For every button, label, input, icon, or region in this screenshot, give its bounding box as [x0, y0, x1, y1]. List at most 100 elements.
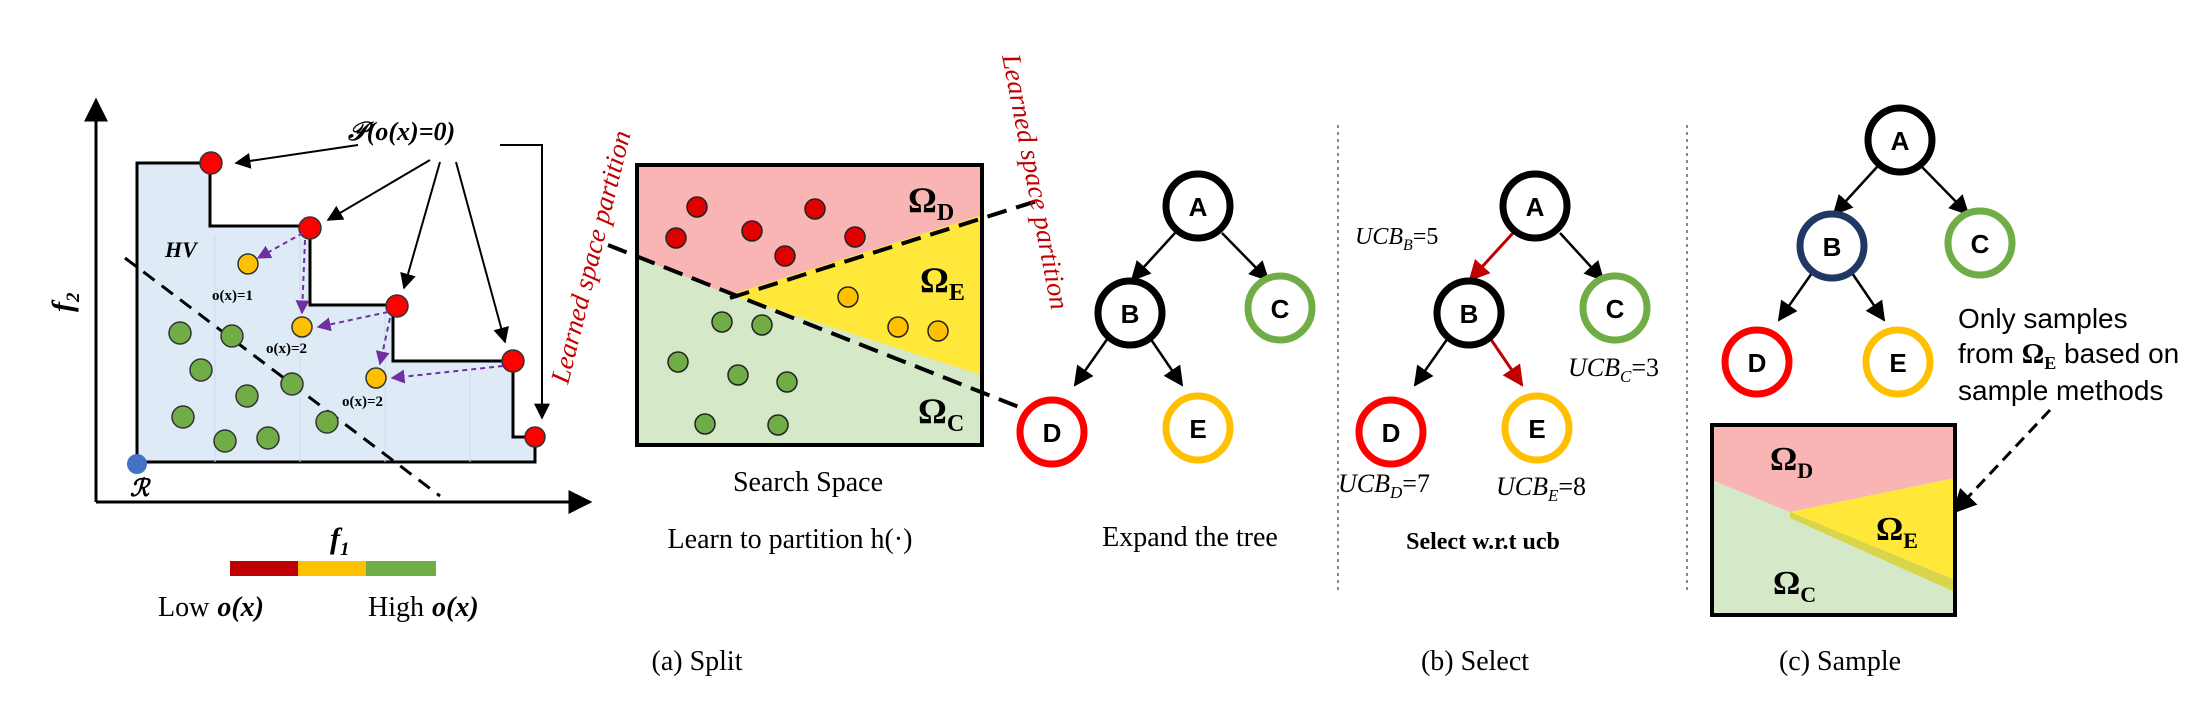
region-c-point: [694, 413, 716, 435]
omega-e-label: ΩE: [920, 260, 965, 306]
region-d-point: [741, 220, 763, 242]
expand-tree-caption: Expand the tree: [1102, 522, 1278, 553]
region-c-point: [727, 364, 749, 386]
x-axis-label: f1: [330, 522, 350, 560]
omega-c-label: ΩC: [918, 391, 964, 437]
partition-label-1: Learned space partition: [544, 127, 636, 387]
green-point: [213, 429, 237, 453]
sample-node-a: A: [1864, 104, 1936, 176]
dominance-arrows: [256, 232, 504, 384]
hv-diagonal: [124, 256, 441, 498]
tree-node-b: B: [1094, 277, 1166, 349]
select-node-a: A: [1499, 170, 1571, 242]
green-point: [256, 426, 280, 450]
reference-point: [127, 454, 147, 474]
green-point: [171, 405, 195, 429]
sample-note-arrow: [1952, 408, 2052, 514]
region-d-point: [804, 198, 826, 220]
orange-point: [291, 316, 313, 338]
tree-node-a: A: [1162, 170, 1234, 242]
svg-text:E: E: [1889, 348, 1906, 378]
region-d-point: [844, 226, 866, 248]
pareto-point: [298, 216, 322, 240]
region-omega-d: [637, 165, 982, 295]
sample-region-omega-e: [1790, 478, 1955, 580]
orange-points: [237, 253, 387, 389]
pareto-point: [385, 294, 409, 318]
green-point: [315, 410, 339, 434]
colorbar-low: [230, 561, 298, 576]
prob-label: 𝒫(o(x)=0): [347, 117, 455, 146]
ucb-b-label: UCBB=5: [1355, 224, 1438, 254]
tree-node-d: D: [1016, 396, 1088, 468]
region-c-points: [667, 311, 798, 436]
partition-label-2: Learned space partition: [996, 50, 1075, 311]
partition-line-1: [607, 243, 1063, 426]
pareto-point: [524, 426, 546, 448]
pareto-point: [199, 151, 223, 175]
expand-tree: A B C D E Expand the tree: [1016, 170, 1316, 553]
region-e-point: [887, 316, 909, 338]
region-c-point: [767, 414, 789, 436]
svg-text:C: C: [1971, 229, 1990, 259]
colorbar-high: [366, 561, 436, 576]
region-c-point: [751, 314, 773, 336]
region-c-point: [776, 371, 798, 393]
region-c-point: [711, 311, 733, 333]
svg-text:A: A: [1891, 126, 1910, 156]
omega-d-label: ΩD: [908, 180, 954, 226]
sample-region-omega-e-edge: [1790, 512, 1955, 592]
panel-b-caption: (b) Select: [1421, 646, 1529, 677]
svg-text:D: D: [1748, 348, 1767, 378]
o-label-1: o(x)=1: [212, 288, 253, 304]
sample-node-c: C: [1944, 207, 2016, 279]
tree-node-c: C: [1244, 272, 1316, 344]
tree-node-e: E: [1162, 392, 1234, 464]
panel-c-caption: (c) Sample: [1779, 646, 1901, 677]
orange-point: [365, 367, 387, 389]
search-space-caption: Search Space: [733, 467, 883, 498]
pareto-points: [199, 151, 546, 448]
colorbar-mid: [298, 561, 366, 576]
green-points: [168, 321, 339, 453]
region-e-points: [837, 286, 949, 342]
svg-text:E: E: [1189, 414, 1206, 444]
panel-a-caption: (a) Split: [652, 646, 743, 677]
svg-text:B: B: [1460, 299, 1479, 329]
select-node-c: C: [1579, 272, 1651, 344]
svg-text:B: B: [1121, 299, 1140, 329]
region-d-point: [774, 245, 796, 267]
search-space: ΩD ΩE ΩC Learned space partition Learned…: [544, 50, 1075, 555]
sample-omega-e-label: ΩE: [1876, 511, 1918, 553]
ucb-d-label: UCBD=7: [1338, 469, 1430, 502]
sample-node-e: E: [1862, 326, 1934, 398]
sample-space: ΩD ΩE ΩC: [1710, 423, 1957, 617]
sample-note-line1: Only samples: [1958, 303, 2128, 334]
region-d-point: [665, 227, 687, 249]
svg-text:C: C: [1606, 294, 1625, 324]
select-node-b: B: [1433, 277, 1505, 349]
region-c-point: [667, 351, 689, 373]
reference-label: ℛ: [130, 476, 152, 502]
region-e-point: [837, 286, 859, 308]
sample-node-b: B: [1796, 210, 1868, 282]
svg-text:D: D: [1043, 418, 1062, 448]
pareto-plot: 𝒫(o(x)=0) HV o(x)=1 o(x)=2 o(x)=2 ℛ f1 f…: [46, 97, 593, 623]
select-node-e: E: [1501, 392, 1573, 464]
svg-text:E: E: [1528, 414, 1545, 444]
svg-text:A: A: [1189, 192, 1208, 222]
svg-text:C: C: [1271, 294, 1290, 324]
hv-label: HV: [164, 237, 199, 262]
ucb-e-label: UCBE=8: [1496, 472, 1586, 505]
prob-arrows: [234, 144, 550, 420]
select-node-d: D: [1355, 396, 1427, 468]
region-d-points: [665, 196, 866, 267]
sample-note-line3: sample methods: [1958, 375, 2163, 406]
sample-omega-d-label: ΩD: [1770, 441, 1813, 483]
select-tree: A B C D E UCBB=5 UCBC=3 UCBD=7 UCBE=8 Se…: [1338, 170, 1659, 555]
sample-note-line2: from ΩE based on: [1958, 338, 2179, 373]
pareto-point: [501, 349, 525, 373]
